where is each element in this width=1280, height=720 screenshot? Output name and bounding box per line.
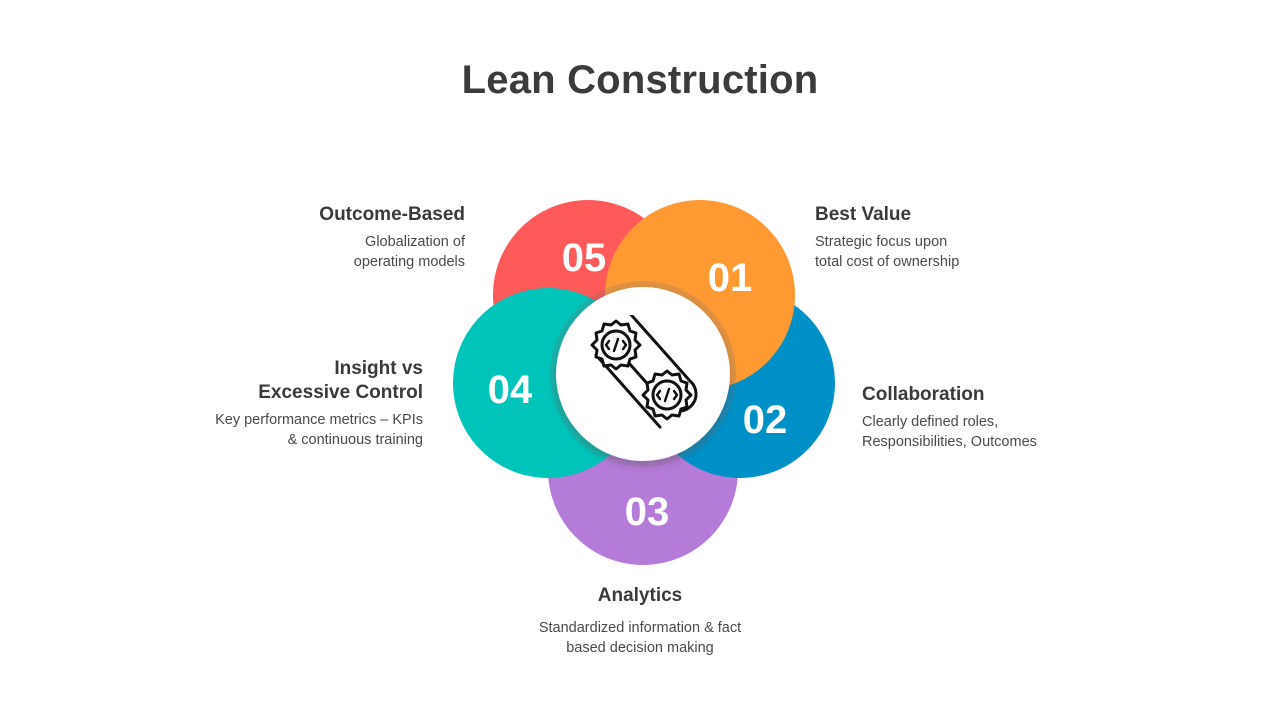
item-05-description: Globalization of operating models: [205, 233, 465, 272]
item-03-description: Standardized information & fact based de…: [480, 619, 800, 658]
item-05-title: Outcome-Based: [319, 204, 465, 225]
item-03-title: Analytics: [597, 585, 683, 606]
item-02-title: Collaboration: [862, 384, 985, 405]
item-05-outcome-based: Outcome-Based Globalization of operating…: [205, 203, 465, 272]
item-01-desc-line2: total cost of ownership: [815, 253, 960, 270]
item-02-description: Clearly defined roles, Responsibilities,…: [862, 413, 1122, 452]
item-05-desc-line1: Globalization of: [365, 234, 465, 250]
item-02-collaboration: Collaboration Clearly defined roles, Res…: [862, 383, 1122, 452]
item-03-desc-line2: based decision making: [566, 639, 714, 656]
item-02-desc-line1: Clearly defined roles,: [862, 414, 999, 430]
item-01-description: Strategic focus upon total cost of owner…: [815, 233, 1075, 272]
item-05-desc-line2: operating models: [353, 253, 465, 270]
item-01-best-value: Best Value Strategic focus upon total co…: [815, 203, 1075, 272]
item-04-title-line1: Insight vs: [334, 358, 423, 379]
petal-01-number: 01: [707, 256, 753, 300]
item-03-desc-line1: Standardized information & fact: [538, 620, 742, 636]
item-01-desc-line1: Strategic focus upon: [815, 234, 948, 250]
gears-conveyor-code-icon: [590, 315, 698, 429]
item-04-desc-line1: Key performance metrics – KPIs: [215, 412, 423, 428]
item-04-description: Key performance metrics – KPIs & continu…: [163, 411, 423, 450]
item-04-insight: Insight vs Excessive Control Key perform…: [163, 357, 423, 450]
item-04-desc-line2: & continuous training: [287, 431, 423, 448]
item-04-title: Insight vs Excessive Control: [163, 357, 423, 405]
item-04-title-line2: Excessive Control: [258, 382, 423, 403]
petal-04-number: 04: [487, 368, 533, 412]
item-01-title: Best Value: [815, 204, 912, 225]
petal-05-number: 05: [561, 236, 607, 280]
item-03-analytics: Analytics Standardized information & fac…: [480, 584, 800, 658]
petal-02-number: 02: [742, 398, 788, 442]
center-disc: [556, 287, 730, 461]
slide-title: Lean Construction: [461, 58, 819, 102]
petal-03-number: 03: [624, 490, 670, 534]
item-02-desc-line2: Responsibilities, Outcomes: [862, 433, 1037, 450]
